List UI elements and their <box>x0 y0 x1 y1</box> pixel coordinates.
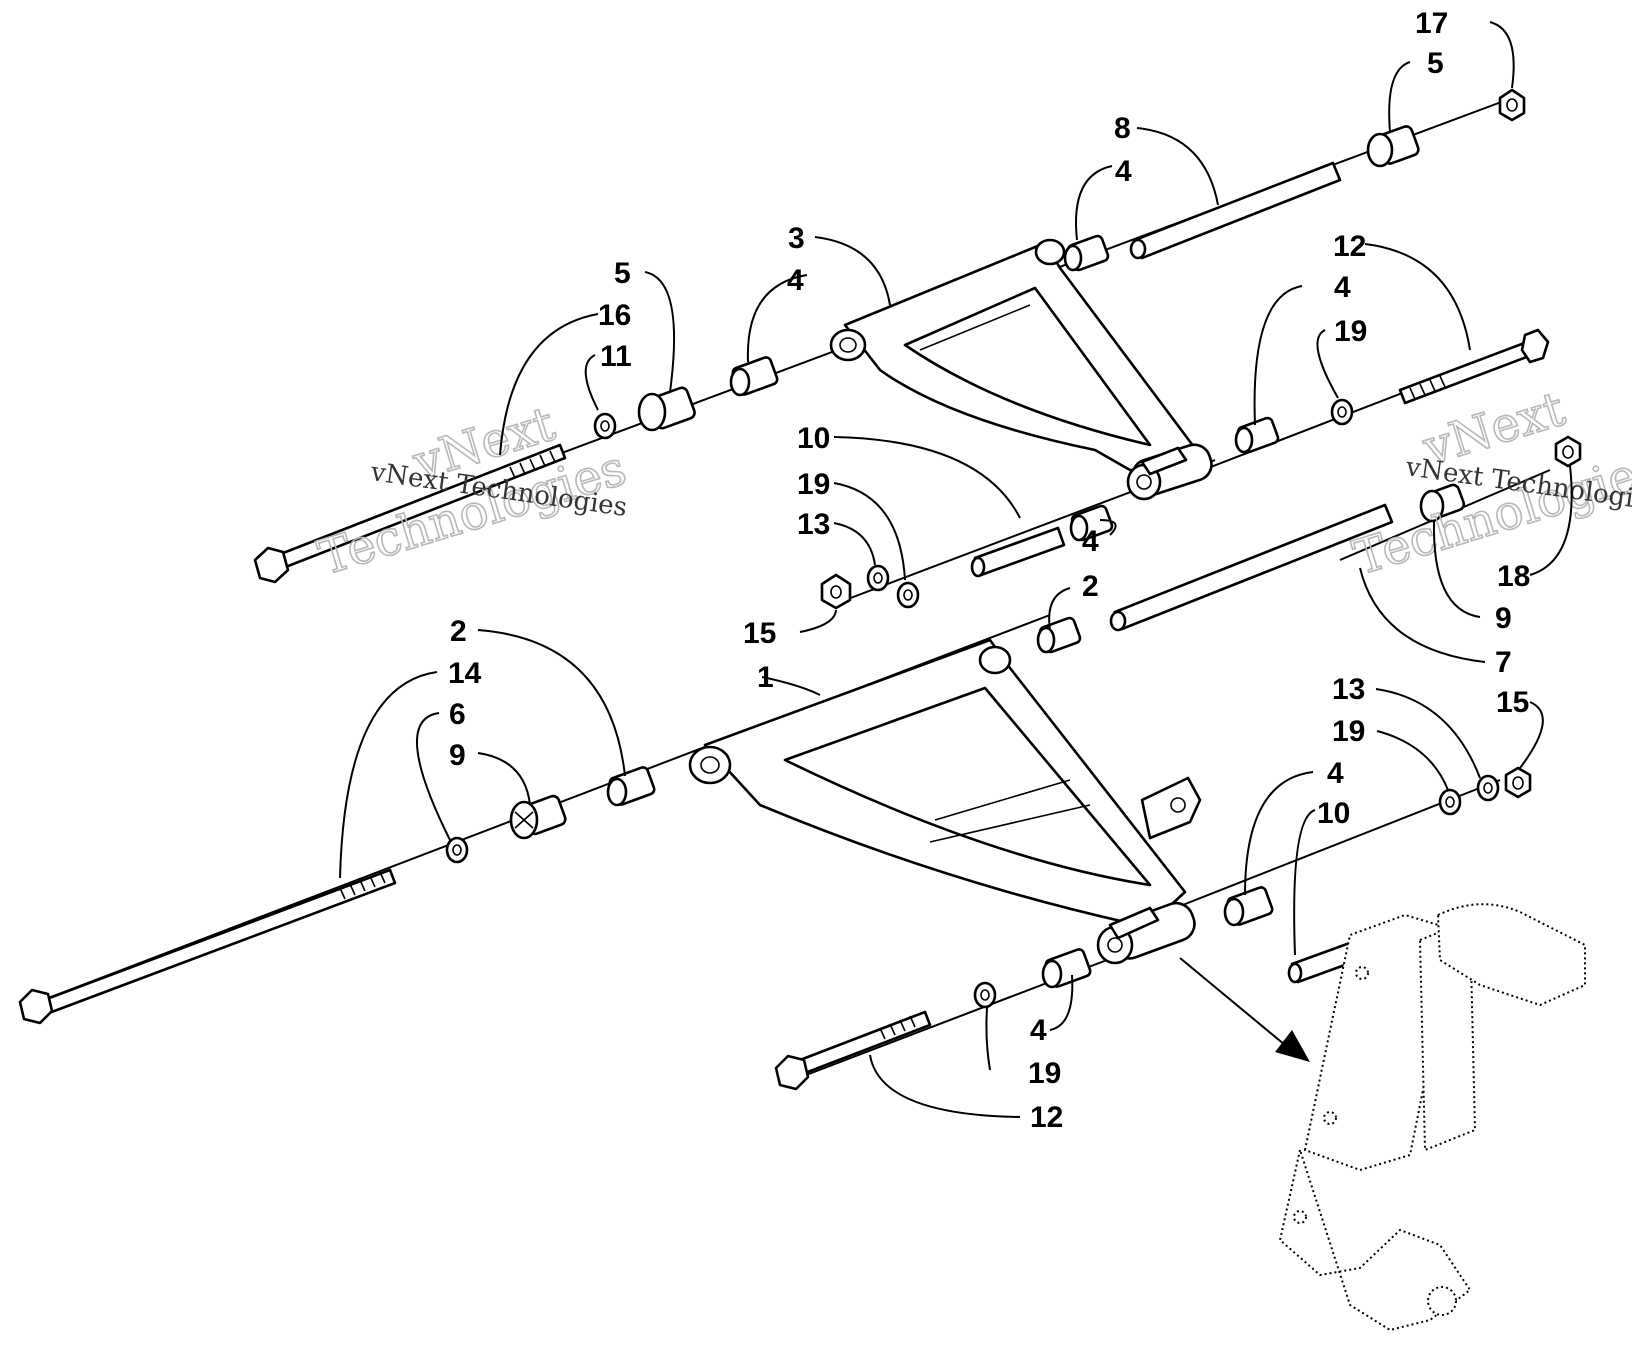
nut-15-upper <box>820 573 852 610</box>
callout-8: 8 <box>1114 112 1131 145</box>
pointer-arrow <box>1179 957 1310 1062</box>
callout-13: 13 <box>1332 673 1365 706</box>
flanged-5-top <box>1366 125 1420 168</box>
washers-nuts <box>445 88 1582 1009</box>
callout-5: 5 <box>1427 47 1444 80</box>
callout-3: 3 <box>788 222 805 255</box>
bolts <box>18 328 1550 1091</box>
callout-2: 2 <box>1082 570 1099 603</box>
callout-4: 4 <box>1030 1014 1047 1047</box>
washer-19-upper-mid <box>896 581 920 609</box>
callouts: 17 5 8 4 3 4 5 16 11 12 4 19 10 19 13 4 … <box>448 7 1530 1134</box>
callout-19: 19 <box>1334 315 1367 348</box>
bushing-2-upper <box>1036 616 1082 654</box>
washer-19-upper-right <box>1330 398 1354 426</box>
callout-1: 1 <box>757 661 774 694</box>
callout-4: 4 <box>1115 155 1132 188</box>
callout-7: 7 <box>1495 646 1512 679</box>
callout-14: 14 <box>448 657 482 690</box>
callout-13: 13 <box>797 508 830 541</box>
nut-18 <box>1554 435 1582 468</box>
washer-13-lower <box>1476 774 1500 802</box>
callout-9: 9 <box>1495 602 1512 635</box>
flanged-5-left <box>637 386 696 432</box>
callout-19: 19 <box>1028 1057 1061 1090</box>
bolt-14 <box>18 868 397 1025</box>
washer-19-lower-right <box>1438 788 1462 816</box>
callout-15: 15 <box>743 617 776 650</box>
callout-19: 19 <box>1332 715 1365 748</box>
washer-6 <box>445 836 469 864</box>
upper-a-arm <box>829 238 1213 501</box>
washer-13-upper <box>866 564 890 592</box>
callout-6: 6 <box>449 698 466 731</box>
callout-10: 10 <box>797 422 830 455</box>
shafts <box>970 161 1394 984</box>
callout-10: 10 <box>1317 797 1350 830</box>
nut-17 <box>1498 88 1526 122</box>
callout-16: 16 <box>598 299 631 332</box>
nut-15-lower <box>1504 766 1532 799</box>
bolt-12-upper <box>1398 328 1550 405</box>
washer-11 <box>593 412 617 440</box>
flanged-bushings <box>509 125 1466 840</box>
callout-15: 15 <box>1496 686 1529 719</box>
bushing-2-lower <box>606 766 656 807</box>
callout-2: 2 <box>450 615 467 648</box>
bushing-4-upper-mid <box>1069 504 1114 542</box>
bushing-4-lower-right <box>1223 886 1274 927</box>
bushing-4-upper-right <box>1234 416 1280 454</box>
steering-spindle <box>1278 903 1586 1332</box>
bolt-12-lower <box>774 1010 932 1091</box>
callout-4: 4 <box>787 264 804 297</box>
callout-19: 19 <box>797 468 830 501</box>
callout-18: 18 <box>1497 560 1530 593</box>
callout-17: 17 <box>1415 7 1448 40</box>
bushing-4-lower-mid <box>1041 948 1092 989</box>
callout-11: 11 <box>600 340 632 373</box>
watermark-company-right: Technologies <box>1347 440 1632 586</box>
leader-lines <box>339 21 1573 1118</box>
flanged-9-right <box>1419 483 1466 523</box>
washer-19-lower <box>973 981 997 1009</box>
flanged-9-left <box>509 794 567 840</box>
callout-12: 12 <box>1030 1101 1063 1134</box>
callout-4: 4 <box>1327 757 1344 790</box>
bushing-4-upper-left <box>729 356 779 397</box>
bushing-4-top <box>1063 234 1110 272</box>
bushings <box>606 234 1280 989</box>
bolt-16 <box>253 443 567 584</box>
lower-a-arm <box>688 638 1202 965</box>
callout-9: 9 <box>449 739 466 772</box>
callout-4: 4 <box>1334 271 1351 304</box>
callout-5: 5 <box>614 257 631 290</box>
callout-12: 12 <box>1333 230 1366 263</box>
callout-4: 4 <box>1082 525 1099 558</box>
